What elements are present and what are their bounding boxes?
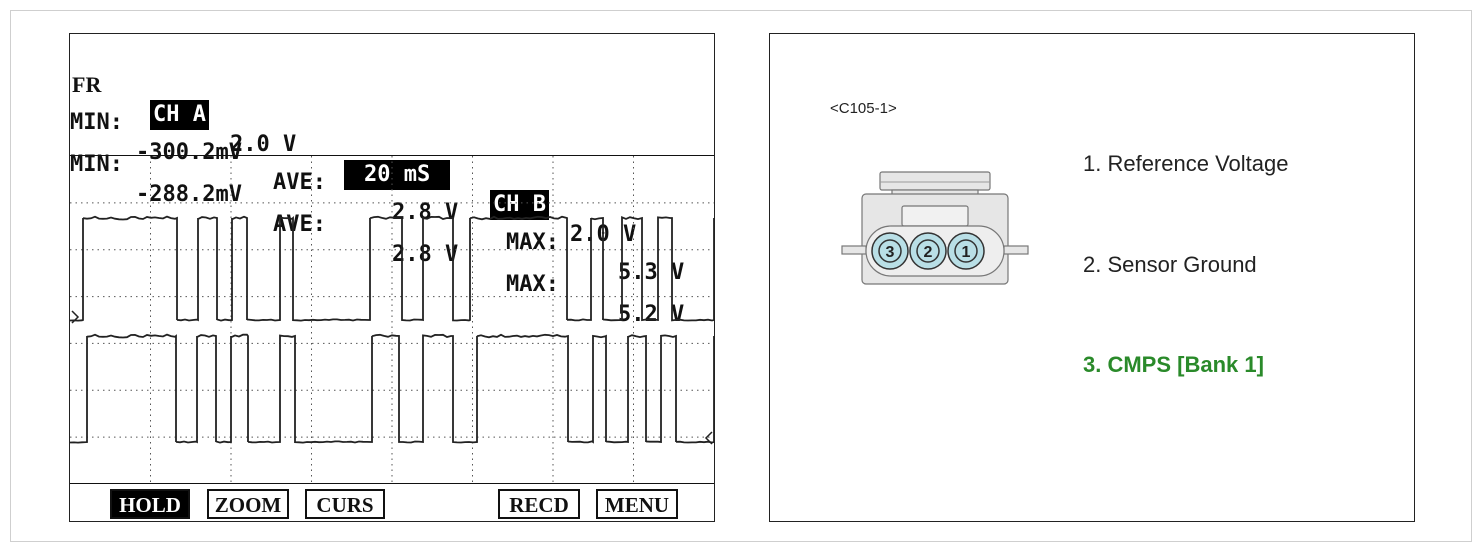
cursor-button[interactable]: CURS <box>305 489 385 519</box>
min-label: MIN: <box>70 152 123 177</box>
record-button[interactable]: RECD <box>498 489 580 519</box>
ave-label: AVE: <box>273 212 326 237</box>
channel-b-ground-marker <box>704 431 713 445</box>
connector-id: <C105-1> <box>830 100 897 117</box>
timebase-badge: 20 mS <box>344 160 451 190</box>
connector-pin-3 <box>871 232 909 270</box>
channel-a-scale: 2.0 V <box>230 132 297 157</box>
min-label: MIN: <box>70 110 123 135</box>
channel-b-stats-row: MIN: -288.2mV AVE: 2.8 V MAX: 5.2 V <box>70 120 684 327</box>
ave-label: AVE: <box>273 170 326 195</box>
channel-b-badge: CH B <box>490 190 549 220</box>
menu-button[interactable]: MENU <box>596 489 678 519</box>
oscilloscope-screen: FR CH A 2.0 V 20 mS CH B 2.0 V MIN: -300… <box>69 33 715 522</box>
connector-pinout-panel: <C105-1> 3 2 1 1. Reference Voltage 2. Sen… <box>769 33 1415 522</box>
connector-pin-2 <box>909 232 947 270</box>
channel-b-waveform <box>70 333 714 444</box>
channel-a-waveform <box>70 215 714 322</box>
connector-pin-2-ring <box>916 239 940 263</box>
zoom-button[interactable]: ZOOM <box>207 489 289 519</box>
connector-pin-2-label: 2 <box>924 244 933 261</box>
hold-button[interactable]: HOLD <box>110 489 190 519</box>
connector-pin-1-ring <box>954 239 978 263</box>
pin-2-description: 2. Sensor Ground <box>1083 252 1257 277</box>
pin-1-description: 1. Reference Voltage <box>1083 151 1289 176</box>
connector-pin-3-label: 3 <box>886 244 895 261</box>
frame-label: FR <box>72 72 102 97</box>
connector-drawing: 3 2 1 <box>841 171 1029 285</box>
channel-a-ground-marker <box>71 310 80 324</box>
header-divider <box>70 155 714 156</box>
channel-a-badge: CH A <box>150 100 209 130</box>
connector-pins: 3 2 1 <box>871 232 985 270</box>
channel-a-stats-row: MIN: -300.2mV AVE: 2.8 V MAX: 5.3 V <box>70 78 684 285</box>
max-value: 5.2 V <box>618 302 685 327</box>
connector-pin-3-ring <box>878 239 902 263</box>
menu-divider <box>70 483 714 484</box>
max-value: 5.3 V <box>618 260 685 285</box>
min-value: -300.2mV <box>136 140 242 165</box>
connector-pin-1-label: 1 <box>962 244 971 261</box>
max-label: MAX: <box>506 272 559 297</box>
pin-3-description: 3. CMPS [Bank 1] <box>1083 352 1264 377</box>
scope-menu-bar: HOLD ZOOM CURS RECD MENU <box>70 483 714 521</box>
waveform-display <box>70 156 714 484</box>
scope-header-row: FR CH A 2.0 V 20 mS CH B 2.0 V <box>70 40 636 247</box>
connector-pin-1 <box>947 232 985 270</box>
ave-value: 2.8 V <box>392 242 459 267</box>
max-label: MAX: <box>506 230 559 255</box>
